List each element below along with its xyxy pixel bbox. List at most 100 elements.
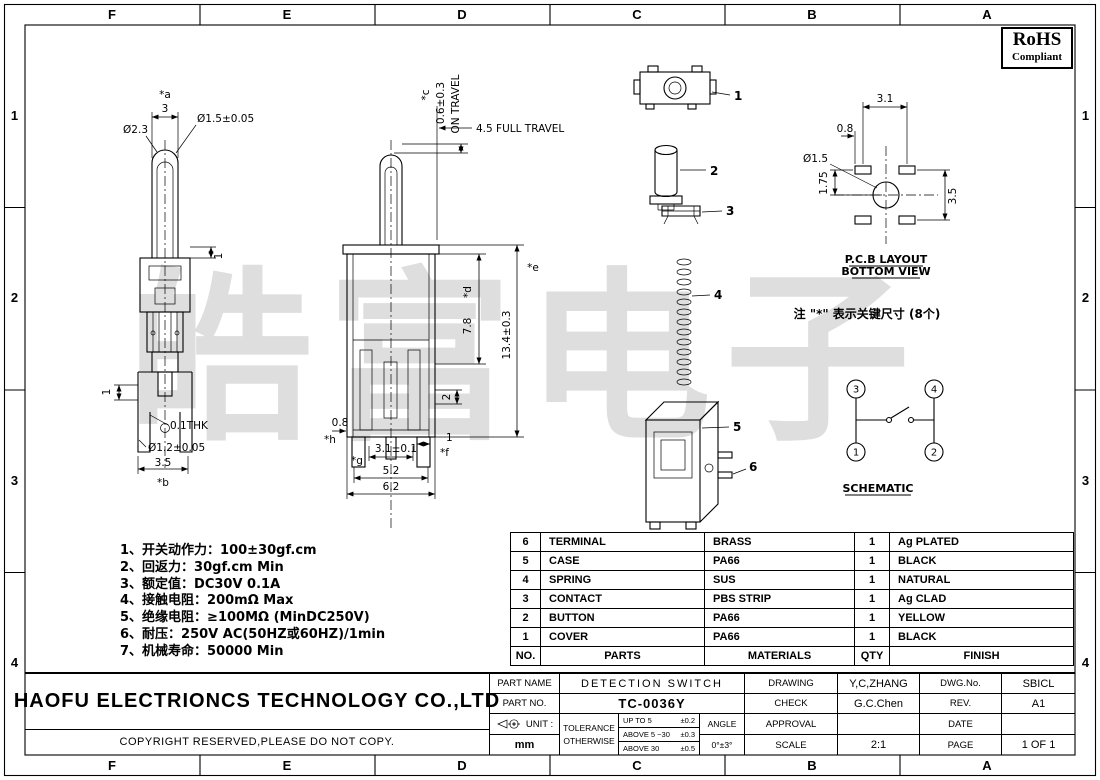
rohs-subtitle: Compliant <box>1011 51 1063 63</box>
part-button <box>649 144 706 211</box>
header-materials: MATERIALS <box>705 647 855 665</box>
unit-label: UNIT : <box>525 718 554 730</box>
angle-label: ANGLE <box>700 714 744 735</box>
zone-row-label: 2 <box>11 290 18 305</box>
schematic: 3 4 1 2 SCHEMATIC <box>843 379 944 496</box>
zone-col-label: F <box>108 7 116 22</box>
unit-cell: UNIT : <box>490 714 560 735</box>
pcb-layout: Ø1.5 3.1 0.8 1.75 3.5 P.C.B LAYOUT BOTTO… <box>803 93 959 279</box>
title-block: HAOFU ELECTRIONCS TECHNOLOGY CO.,LTD COP… <box>14 672 1075 755</box>
callout-1: 1 <box>734 89 742 103</box>
part-no: 4 <box>511 571 541 589</box>
dim-button-width: 3 <box>162 103 169 115</box>
zone-labels: F E D C B A F E D C B A 1 2 3 4 1 2 3 4 <box>11 7 1090 773</box>
dim-height-134: 13.4±0.3 <box>501 311 513 360</box>
title-fields: PART NAME DETECTION SWITCH DRAWING Y,C,Z… <box>490 674 1075 755</box>
tolerance-value: ±0.3 <box>680 730 695 739</box>
part-qty: 1 <box>855 590 890 608</box>
approval-label: APPROVAL <box>745 714 838 735</box>
rev-value: A1 <box>1002 694 1075 714</box>
zone-row-label: 1 <box>11 108 18 123</box>
front-view: *a 3 Ø2.3 Ø1.5±0.05 1 1 0.1THK Ø1.2±0.05… <box>101 89 254 489</box>
part-spring <box>676 258 711 386</box>
date-label: DATE <box>920 714 1002 735</box>
parts-row: 4 SPRING SUS 1 NATURAL <box>511 571 1073 590</box>
part-no: 3 <box>511 590 541 608</box>
parts-row: 6 TERMINAL BRASS 1 Ag PLATED <box>511 533 1073 552</box>
dia-stem-label: Ø1.5±0.05 <box>197 113 254 125</box>
tolerance-row: ABOVE 30 ±0.5 <box>619 742 699 755</box>
rev-label: REV. <box>920 694 1002 714</box>
parts-row: 1 COVER PA66 1 BLACK <box>511 628 1073 647</box>
drawing-label: DRAWING <box>745 674 838 694</box>
part-finish: Ag CLAD <box>898 593 947 605</box>
part-name: TERMINAL <box>541 533 705 551</box>
part-no-value: TC-0036Y <box>560 694 745 714</box>
header-qty: QTY <box>855 647 890 665</box>
spec-notes: 1、开关动作力：100±30gf.cm 2、回返力：30gf.cm Min 3、… <box>120 543 385 661</box>
dim-star-e: *e <box>527 262 539 274</box>
schematic-pin-4: 4 <box>931 385 937 396</box>
parts-table: 6 TERMINAL BRASS 1 Ag PLATED 5 CASE PA66… <box>510 532 1074 666</box>
part-name-value: DETECTION SWITCH <box>560 674 745 694</box>
zone-col-label: A <box>982 758 992 773</box>
rohs-badge: RoHS Compliant <box>1001 27 1073 69</box>
part-name: SPRING <box>541 571 705 589</box>
zone-row-label: 4 <box>1082 655 1090 670</box>
dim-on-travel: 0.6±0.3 <box>435 82 447 124</box>
callout-5: 5 <box>733 420 741 434</box>
note-line-7: 7、机械寿命：50000 Min <box>120 643 284 659</box>
zone-col-label: C <box>632 7 642 22</box>
note-line-1: 1、开关动作力：100±30gf.cm <box>120 543 317 558</box>
schematic-pin-1: 1 <box>853 448 859 459</box>
dim-star-f: *f <box>440 447 449 459</box>
part-material: PBS STRIP <box>705 590 855 608</box>
tolerance-label: TOLERANCE OTHERWISE <box>560 714 619 755</box>
dim-step-right: 1 <box>213 253 225 260</box>
pcb-dim-35: 3.5 <box>947 188 959 205</box>
part-no-label: PART NO. <box>490 694 560 714</box>
company-section: HAOFU ELECTRIONCS TECHNOLOGY CO.,LTD COP… <box>14 674 499 755</box>
header-no: NO. <box>511 647 541 665</box>
part-name: CASE <box>541 552 705 570</box>
note-line-4: 4、接触电阻：200mΩ Max <box>120 593 294 609</box>
part-qty: 1 <box>855 552 890 570</box>
dim-star-h: *h <box>324 434 336 446</box>
zone-row-label: 3 <box>11 473 18 488</box>
side-view: *c 0.6±0.3 ON TRAVEL 4.5 FULL TRAVEL 2 *… <box>324 74 564 528</box>
zone-col-label: A <box>982 7 992 22</box>
part-finish: BLACK <box>898 631 937 643</box>
key-dimension-note: 注 "*" 表示关键尺寸 (8个) <box>794 306 941 321</box>
dia-hole-label: Ø1.2±0.05 <box>148 442 205 454</box>
part-no: 1 <box>511 628 541 646</box>
part-finish: NATURAL <box>898 574 951 586</box>
part-cover <box>633 65 731 110</box>
tolerance-range: UP TO 5 <box>623 716 652 725</box>
part-material: SUS <box>705 571 855 589</box>
part-material: PA66 <box>705 628 855 646</box>
callout-4: 4 <box>714 288 722 302</box>
exploded-parts: 1 2 3 <box>633 65 757 530</box>
pcb-dim-31: 3.1 <box>877 93 894 105</box>
part-material: BRASS <box>705 533 855 551</box>
drawing-area: *a 3 Ø2.3 Ø1.5±0.05 1 1 0.1THK Ø1.2±0.05… <box>101 65 959 530</box>
dim-star-b: *b <box>157 477 169 489</box>
tolerance-value: ±0.5 <box>680 744 695 753</box>
dim-star-g: *g <box>351 455 363 467</box>
zone-col-label: C <box>632 758 642 773</box>
part-material: PA66 <box>705 552 855 570</box>
page-value: 1 OF 1 <box>1021 739 1056 751</box>
schematic-pin-2: 2 <box>931 448 937 459</box>
tolerance-cell: TOLERANCE OTHERWISE UP TO 5 ±0.2 ABOVE 5… <box>560 714 745 755</box>
dim-star-a: *a <box>159 89 171 101</box>
zone-col-label: E <box>283 7 292 22</box>
tolerance-row: UP TO 5 ±0.2 <box>619 714 699 728</box>
rohs-title: RoHS <box>1012 29 1062 50</box>
part-finish: YELLOW <box>898 612 946 624</box>
zone-col-label: F <box>108 758 116 773</box>
dia-button-label: Ø2.3 <box>123 124 148 136</box>
part-case <box>644 400 730 530</box>
note-line-5: 5、绝缘电阻：≥100MΩ (MinDC250V) <box>120 610 370 626</box>
check-by: G.C.Chen <box>838 694 920 714</box>
zone-col-label: E <box>283 758 292 773</box>
